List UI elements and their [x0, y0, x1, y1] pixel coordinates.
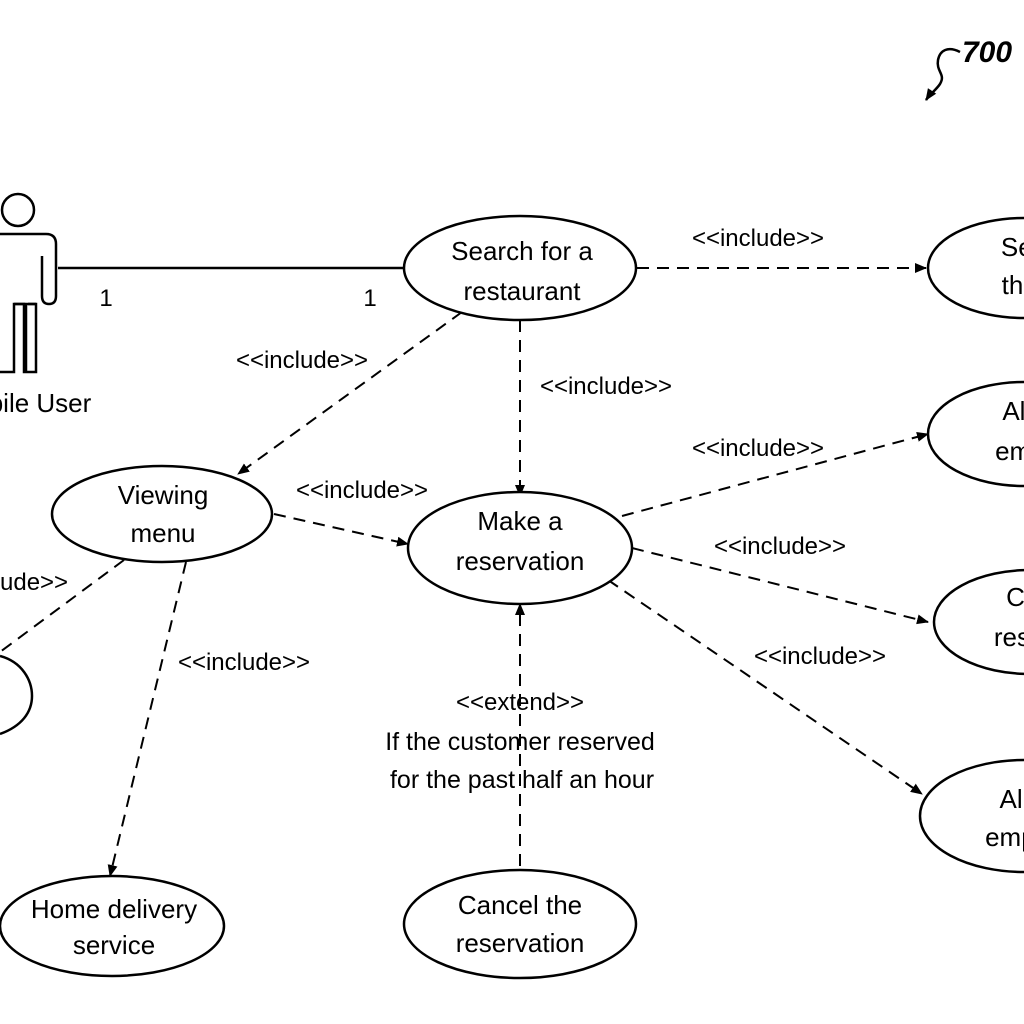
include-label-search-reservation: <<include>>: [540, 373, 672, 400]
multiplicity-actor-end: 1: [99, 285, 112, 312]
include-label-menu-left: ude>>: [0, 569, 68, 596]
use-case-label: Make a: [477, 506, 563, 536]
edge-search-to-menu: [237, 311, 463, 475]
use-case-label: Sea: [1001, 232, 1024, 262]
use-case-label: Home delivery: [31, 894, 197, 924]
use-case-label: reserv: [994, 622, 1024, 652]
use-case-label: service: [73, 930, 155, 960]
use-case-right-4: All empt: [918, 758, 1024, 874]
use-case-label: Search for a: [451, 236, 593, 266]
edge-menu-to-reservation: [273, 513, 409, 547]
edge-menu-to-delivery: [107, 561, 187, 877]
use-case-cancel-reservation: Cancel the reservation: [402, 868, 638, 980]
actor-figure: [0, 192, 58, 374]
use-case-label: empt: [995, 436, 1024, 466]
use-case-label: menu: [130, 518, 195, 548]
extend-condition-line1: If the customer reserved: [385, 728, 655, 756]
use-case-make-reservation: Make a reservation: [406, 490, 634, 606]
use-case-label: restaurant: [463, 276, 581, 306]
multiplicity-usecase-end: 1: [363, 285, 376, 312]
use-case-label: empt: [985, 822, 1024, 852]
actor-label: bile User: [0, 388, 92, 418]
include-label-menu-delivery: <<include>>: [178, 649, 310, 676]
use-case-search-restaurant: Search for a restaurant: [402, 214, 638, 322]
use-case-right-2: Allo empt: [926, 380, 1024, 488]
use-case-label: Che: [1006, 582, 1024, 612]
include-label-reservation-right4: <<include>>: [754, 643, 886, 670]
use-case-home-delivery: Home delivery service: [0, 874, 226, 978]
edge-reservation-to-right2: [621, 432, 929, 517]
extend-condition-line2: for the past half an hour: [390, 766, 654, 794]
use-case-label: reservation: [456, 928, 585, 958]
use-case-label: Cancel the: [458, 890, 582, 920]
edge-reservation-to-right4: [607, 579, 923, 795]
edge-reservation-to-right3: [631, 547, 929, 625]
include-label-menu-reservation: <<include>>: [296, 477, 428, 504]
use-case-viewing-menu: Viewing menu: [50, 464, 274, 564]
use-case-left-cropped: [0, 654, 34, 736]
include-label-search-menu: <<include>>: [236, 347, 368, 374]
extend-label: <<extend>>: [456, 689, 584, 716]
include-label-reservation-right2: <<include>>: [692, 435, 824, 462]
use-case-label: All: [1000, 784, 1024, 814]
use-case-label: thro: [1002, 270, 1024, 300]
use-case-label: Allo: [1002, 396, 1024, 426]
include-label-reservation-right3: <<include>>: [714, 533, 846, 560]
use-case-right-3: Che reserv: [932, 568, 1024, 676]
edge-menu-to-left: [0, 559, 125, 653]
figure-reference-label: 700: [962, 36, 1012, 69]
figure-reference-leader: [924, 48, 961, 101]
use-case-label: Viewing: [118, 480, 209, 510]
use-case-label: reservation: [456, 546, 585, 576]
use-case-right-1: Sea thro: [926, 216, 1024, 320]
include-label-search-right1: <<include>>: [692, 225, 824, 252]
